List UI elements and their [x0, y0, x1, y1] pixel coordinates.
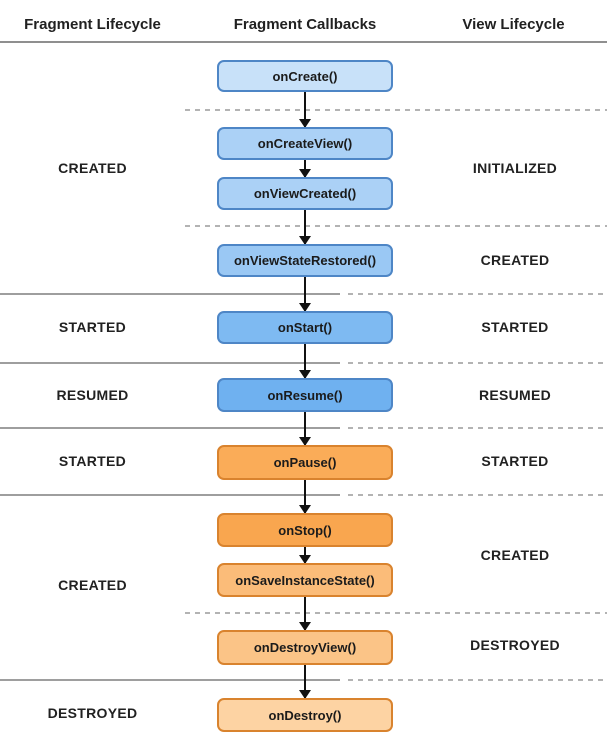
dashed-divider-line: [348, 293, 607, 295]
view-state-created: CREATED: [480, 252, 550, 268]
solid-divider-line: [0, 679, 340, 681]
dashed-divider-line: [348, 362, 607, 364]
solid-divider-line: [0, 427, 340, 429]
flow-arrow: [304, 277, 306, 311]
flow-arrow: [304, 344, 306, 378]
flow-arrow: [304, 547, 306, 563]
dashed-divider-line: [185, 109, 607, 111]
fragment-state-started: STARTED: [58, 453, 127, 469]
callback-box-oncreateview: onCreateView(): [217, 127, 393, 160]
callback-box-onresume: onResume(): [217, 378, 393, 412]
flow-arrow: [304, 210, 306, 244]
callback-box-ondestroyview: onDestroyView(): [217, 630, 393, 665]
column-header-fragment-callbacks: Fragment Callbacks: [233, 15, 377, 33]
dashed-divider-line: [185, 612, 607, 614]
fragment-state-destroyed: DESTROYED: [47, 705, 138, 721]
view-state-started: STARTED: [481, 453, 549, 469]
callback-box-onviewstaterestored: onViewStateRestored(): [217, 244, 393, 277]
view-state-resumed: RESUMED: [478, 387, 552, 403]
callback-box-onstop: onStop(): [217, 513, 393, 547]
flow-arrow: [304, 412, 306, 445]
view-state-initialized: INITIALIZED: [472, 160, 558, 176]
dashed-divider-line: [348, 494, 607, 496]
dashed-divider-line: [185, 225, 607, 227]
view-state-created: CREATED: [480, 547, 550, 563]
callback-box-ondestroy: onDestroy(): [217, 698, 393, 732]
flow-arrow: [304, 92, 306, 127]
view-state-destroyed: DESTROYED: [470, 637, 560, 653]
fragment-state-created: CREATED: [58, 160, 127, 176]
callback-box-onstart: onStart(): [217, 311, 393, 344]
solid-divider-line: [0, 494, 340, 496]
solid-divider-line: [0, 293, 340, 295]
dashed-divider-line: [348, 679, 607, 681]
solid-divider-line: [0, 362, 340, 364]
callback-box-onsaveinstancestate: onSaveInstanceState(): [217, 563, 393, 597]
fragment-state-started: STARTED: [58, 319, 127, 335]
callback-box-oncreate: onCreate(): [217, 60, 393, 92]
flow-arrow: [304, 160, 306, 177]
flow-arrow: [304, 480, 306, 513]
fragment-state-resumed: RESUMED: [56, 387, 129, 403]
column-header-view-lifecycle: View Lifecycle: [462, 15, 565, 33]
callback-box-onviewcreated: onViewCreated(): [217, 177, 393, 210]
fragment-state-created: CREATED: [58, 577, 127, 593]
flow-arrow: [304, 665, 306, 698]
callback-box-onpause: onPause(): [217, 445, 393, 480]
header-divider-line: [0, 41, 607, 43]
column-header-fragment-lifecycle: Fragment Lifecycle: [24, 15, 161, 33]
dashed-divider-line: [348, 427, 607, 429]
view-state-started: STARTED: [481, 319, 549, 335]
flow-arrow: [304, 597, 306, 630]
